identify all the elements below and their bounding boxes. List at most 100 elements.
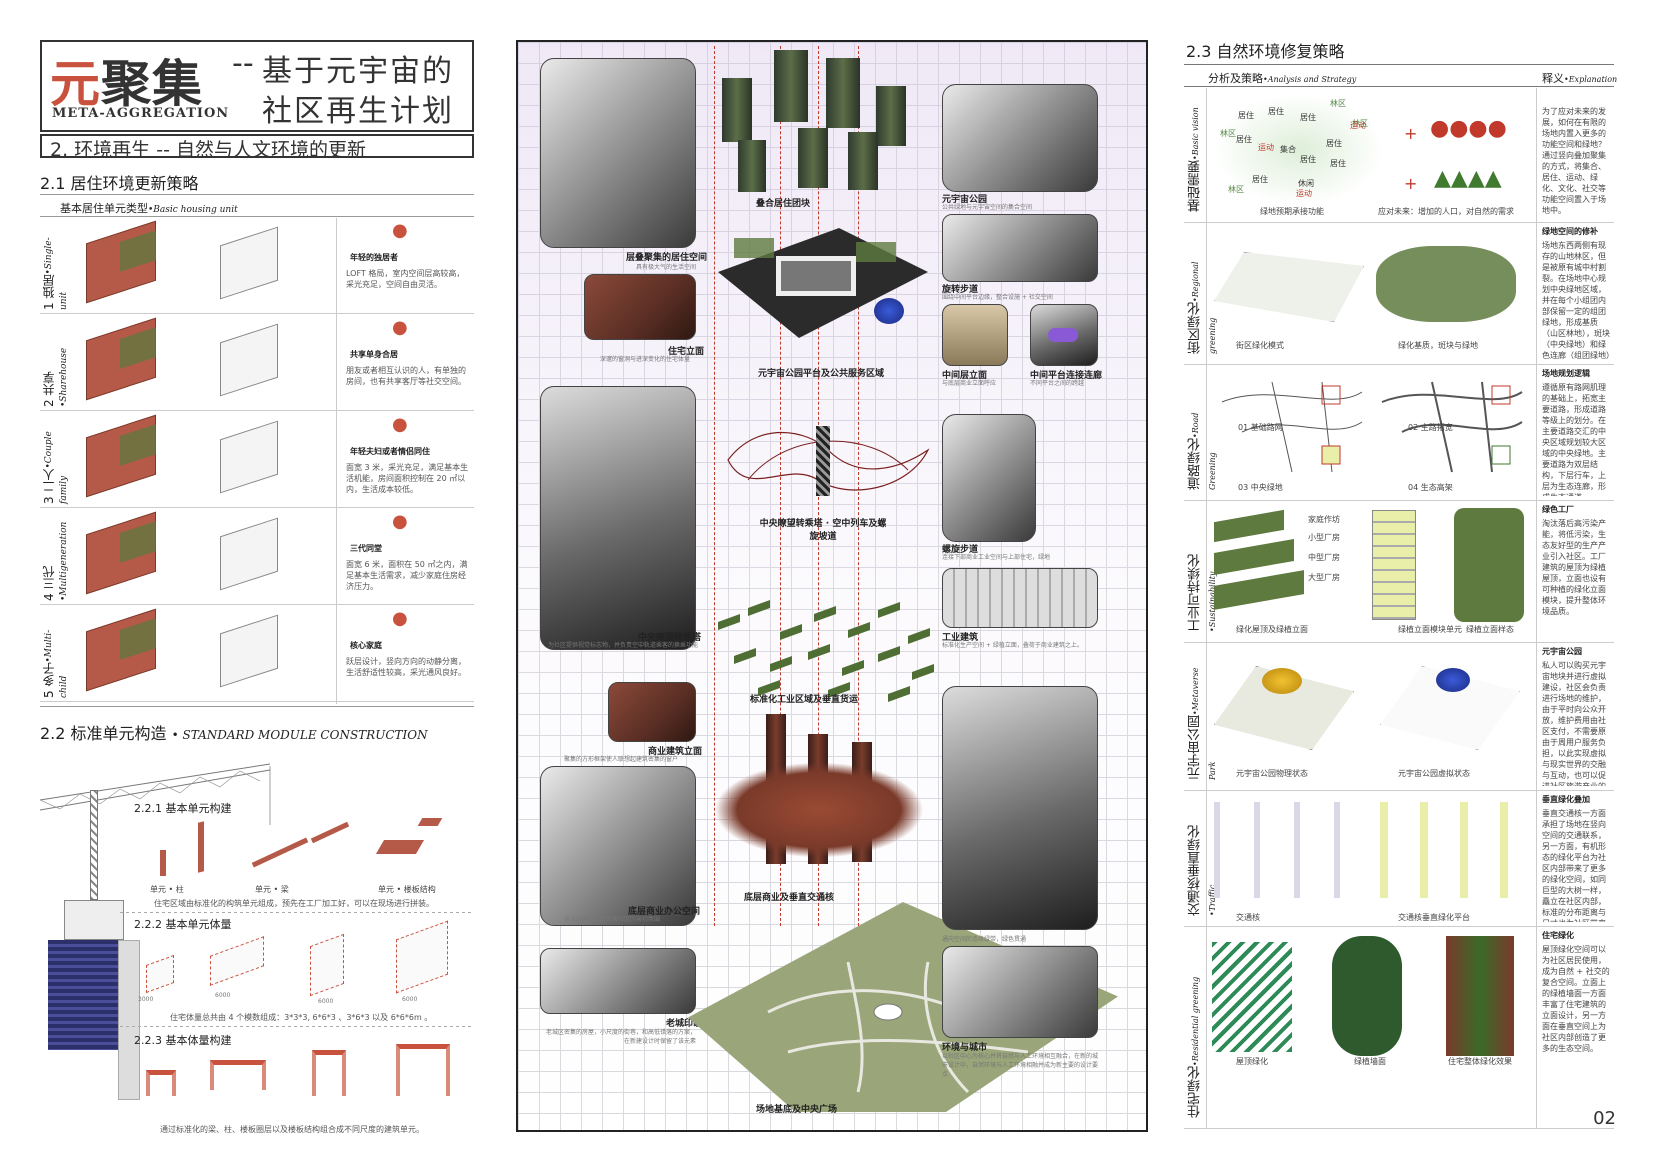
strategy-label-cn: 住宅绿化 bbox=[1188, 1066, 1203, 1118]
map-label: 休闲 bbox=[1298, 179, 1314, 188]
strategy-row-title: 绿色工厂 bbox=[1542, 505, 1574, 514]
dim-5: 6000 bbox=[318, 998, 334, 1005]
strategy-row-title: 元宇宙公园 bbox=[1542, 647, 1582, 656]
housing-row-desc: 面宽 3 米，采光充足，满足基本生活机能，房间面积控制在 20 ㎡以内，生活成本… bbox=[346, 463, 469, 494]
s23-col2: 释义•Explanation bbox=[1542, 70, 1617, 86]
s221-divider bbox=[120, 912, 474, 913]
traffic-core-diagram bbox=[1214, 802, 1364, 898]
row-label-cn: 5 多子 bbox=[42, 662, 56, 698]
green-wall-diagram bbox=[1332, 936, 1402, 1056]
strategy-label-cn: 元宇宙公园 bbox=[1188, 715, 1203, 780]
s21-sub-cn: 基本居住单元类型 bbox=[60, 202, 148, 215]
traffic-core-green bbox=[1380, 802, 1530, 898]
main-title: 元聚集 bbox=[50, 44, 203, 116]
volume-363 bbox=[310, 933, 344, 997]
cap-facade: 住宅立面 bbox=[668, 347, 705, 357]
sub-shop: 聚集的方形框架使人联想起建筑密集的窗户 bbox=[564, 756, 679, 763]
housing-row-rule bbox=[40, 507, 474, 508]
housing-row-title: 年轻夫妇或者情侣同住 bbox=[350, 447, 430, 456]
map-label: 林区 bbox=[1228, 185, 1244, 194]
cap-column: 单元 • 柱 bbox=[150, 885, 184, 894]
s22-rule bbox=[40, 706, 474, 707]
cap-mid1: 中间层立面 bbox=[942, 371, 988, 381]
strategy-row-title: 住宅绿化 bbox=[1542, 931, 1574, 940]
housing-row-label: 1 独居•Single-unit bbox=[40, 224, 71, 310]
map-label: 居住 bbox=[1268, 107, 1284, 116]
cluster-7 bbox=[848, 132, 878, 190]
s223-heading: 2.2.3 基本体量构建 bbox=[134, 1034, 232, 1047]
s22-heading-en: • STANDARD MODULE CONSTRUCTION bbox=[171, 728, 428, 742]
plus-icon: + bbox=[1404, 124, 1418, 143]
strategy-label-en: •Basic vision bbox=[1191, 107, 1200, 160]
module-block bbox=[718, 613, 740, 631]
photo-env bbox=[942, 946, 1098, 1038]
road-cap-2: 02 主路拓宽 bbox=[1408, 423, 1453, 432]
sub-industry: 标准化生产空间 + 绿植立面，叠荷于商业建筑之上。 bbox=[942, 642, 1083, 649]
s23-col1: 分析及策略•Analysis and Strategy bbox=[1208, 70, 1356, 86]
person-icon: ● bbox=[392, 317, 408, 338]
map-label: 集合 bbox=[1280, 145, 1296, 154]
module-block bbox=[912, 663, 934, 681]
s23-col-divider bbox=[1536, 88, 1537, 1128]
row-label-cn: 1 独居 bbox=[42, 274, 56, 310]
crane-svg bbox=[39, 763, 271, 825]
cap-cluster: 叠合居住团块 bbox=[756, 199, 811, 209]
strategy-cap-2: 绿植墙面 bbox=[1354, 1057, 1386, 1066]
photo-industry bbox=[942, 568, 1098, 628]
strategy-row-rule bbox=[1184, 642, 1614, 643]
tree-group-icon: ▲▲▲▲ bbox=[1434, 166, 1502, 191]
photo-mid1 bbox=[942, 304, 1008, 366]
module-block bbox=[808, 643, 830, 661]
cap-env: 环境与城市 bbox=[942, 1043, 988, 1053]
s21-rule bbox=[40, 194, 474, 195]
road-cap-1: 01 基础路网 bbox=[1238, 423, 1283, 432]
plus-icon: + bbox=[1404, 174, 1418, 193]
strategy-row-text: 垂直交通核一方面承担了场地在竖向空间的交通联系，另一方面，有机形态的绿化平台为社… bbox=[1542, 809, 1606, 922]
s21-heading: 2.1 居住环境更新策略 bbox=[40, 174, 199, 193]
cluster-6 bbox=[798, 128, 828, 188]
cluster-3 bbox=[826, 58, 860, 128]
s23-heading: 2.3 自然环境修复策略 bbox=[1186, 42, 1345, 61]
s23-col2-en: •Explanation bbox=[1564, 75, 1618, 84]
strategy-row-text: 遵循原有路网肌理的基础上，拓宽主要道路，形成道路等级上的划分。在主要道路交汇的中… bbox=[1542, 383, 1606, 496]
strategy-label-cn: 街区绿化 bbox=[1188, 302, 1203, 354]
factory-l4: 大型厂房 bbox=[1308, 573, 1340, 582]
housing-row-label: 2 共享•Sharehouse bbox=[40, 321, 71, 407]
module-block bbox=[842, 659, 864, 677]
housing-row-rule bbox=[40, 604, 474, 605]
strategy-row-label: 元宇宙公园•Metaverse Park bbox=[1186, 652, 1220, 780]
s23-rule2 bbox=[1184, 86, 1614, 87]
strategy-cap-2: 绿化基质，斑块与绿地 bbox=[1398, 341, 1478, 350]
platform-core bbox=[776, 256, 856, 296]
park-physical-tree bbox=[1262, 668, 1302, 694]
s221-heading: 2.2.1 基本单元构建 bbox=[134, 802, 232, 815]
photo-greenbelt bbox=[942, 686, 1098, 930]
s223-desc: 通过标准化的梁、柱、楼板圈层以及楼板结构组合成不同尺度的建筑单元。 bbox=[160, 1125, 424, 1134]
tower-side bbox=[118, 940, 140, 1100]
frame-b bbox=[210, 1060, 266, 1090]
housing-row-title: 三代同堂 bbox=[350, 544, 382, 553]
sub-green: 通向空间的连续绿带，绿色贯通 bbox=[942, 936, 1027, 943]
frame-a bbox=[146, 1070, 176, 1096]
strategy-cap-1: 元宇宙公园物理状态 bbox=[1236, 769, 1308, 778]
strategy-cap-2: 元宇宙公园虚拟状态 bbox=[1398, 769, 1470, 778]
housing-row-title: 核心家庭 bbox=[350, 641, 382, 650]
crane-illustration bbox=[39, 760, 300, 825]
photo-stack bbox=[540, 58, 696, 248]
s23-col2-cn: 释义 bbox=[1542, 72, 1564, 85]
factory-l2: 小型厂房 bbox=[1308, 533, 1340, 542]
map-label: 运动 bbox=[1350, 121, 1366, 130]
strategy-row-title: 垂直绿化叠加 bbox=[1542, 795, 1590, 804]
sub-facade: 深邃的窗洞与进深变化的住宅体量 bbox=[600, 356, 691, 363]
site-roads-svg bbox=[767, 961, 1029, 1094]
cap-stack: 层叠聚集的居住空间 bbox=[626, 253, 708, 263]
dim-0: 3000 bbox=[138, 996, 154, 1003]
cluster-5 bbox=[738, 140, 766, 192]
factory-l1: 家庭作坊 bbox=[1308, 515, 1340, 524]
cap-tower: 中央瞭望转乘塔 · 空中列车及螺旋坡道 bbox=[759, 519, 887, 542]
sub-spiral: 连接下部商业工业空间与上部住宅，绿地 bbox=[942, 554, 1051, 561]
strategy-row-rule bbox=[1184, 500, 1614, 501]
map-label: 居住 bbox=[1252, 175, 1268, 184]
s21-sub-en: •Basic housing unit bbox=[148, 205, 238, 215]
column-unit bbox=[160, 850, 166, 876]
